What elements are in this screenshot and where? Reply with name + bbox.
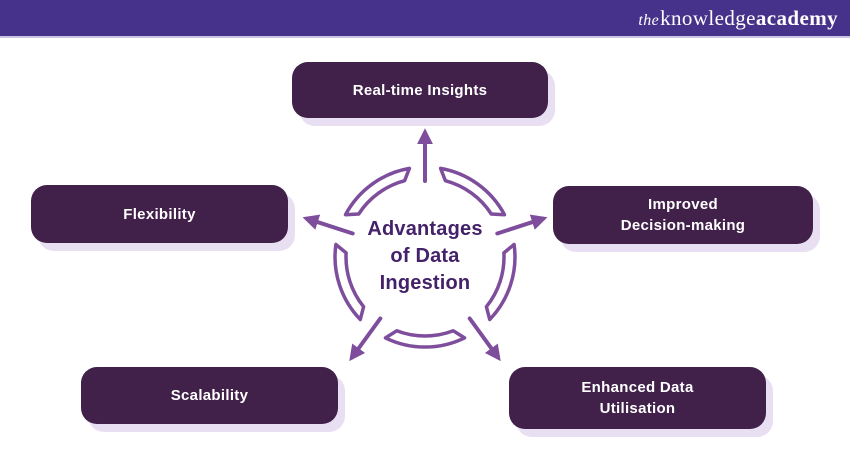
- cycle-arrows-graphic: [302, 128, 548, 362]
- arrow-left-icon: [302, 214, 355, 236]
- diagram-title-line: Ingestion: [379, 272, 471, 294]
- node-enhanced-data-utilisation: Enhanced Data Utilisation: [509, 367, 766, 429]
- arrow-down-right-icon: [467, 316, 501, 362]
- diagram-title-line: Advantages: [367, 218, 483, 240]
- cycle-arc-segment: [484, 242, 517, 322]
- node-label-line: Decision-making: [620, 217, 746, 234]
- cycle-arc-segment: [438, 166, 507, 217]
- diagram-title: Advantages of Data Ingestion: [330, 216, 520, 297]
- node-flexibility: Flexibility: [31, 185, 288, 243]
- node-label-line: Utilisation: [599, 400, 676, 417]
- node-label-line: Improved: [648, 196, 718, 213]
- node-label-line: Real-time Insights: [352, 81, 488, 99]
- cycle-arc-segment: [343, 166, 412, 217]
- cycle-arc-segment: [383, 329, 467, 349]
- logo-academy: academy: [755, 5, 838, 30]
- arrow-down-left-icon: [349, 316, 383, 362]
- logo-knowledge: knowledge: [660, 5, 756, 30]
- node-label-line: Flexibility: [123, 205, 196, 223]
- node-label-line: Enhanced Data: [581, 379, 694, 396]
- brand-logo: theknowledgeacademy: [638, 6, 838, 31]
- arrow-right-icon: [495, 214, 548, 236]
- node-label-line: Scalability: [170, 387, 249, 404]
- diagram-title-line: of Data: [390, 245, 460, 267]
- node-improved-decision-making: Improved Decision-making: [553, 186, 813, 244]
- cycle-arc-segment: [333, 242, 366, 322]
- header-bar: theknowledgeacademy: [0, 0, 850, 38]
- node-real-time-insights: Real-time Insights: [292, 62, 548, 118]
- node-scalability: Scalability: [81, 367, 338, 424]
- logo-the: the: [638, 11, 660, 29]
